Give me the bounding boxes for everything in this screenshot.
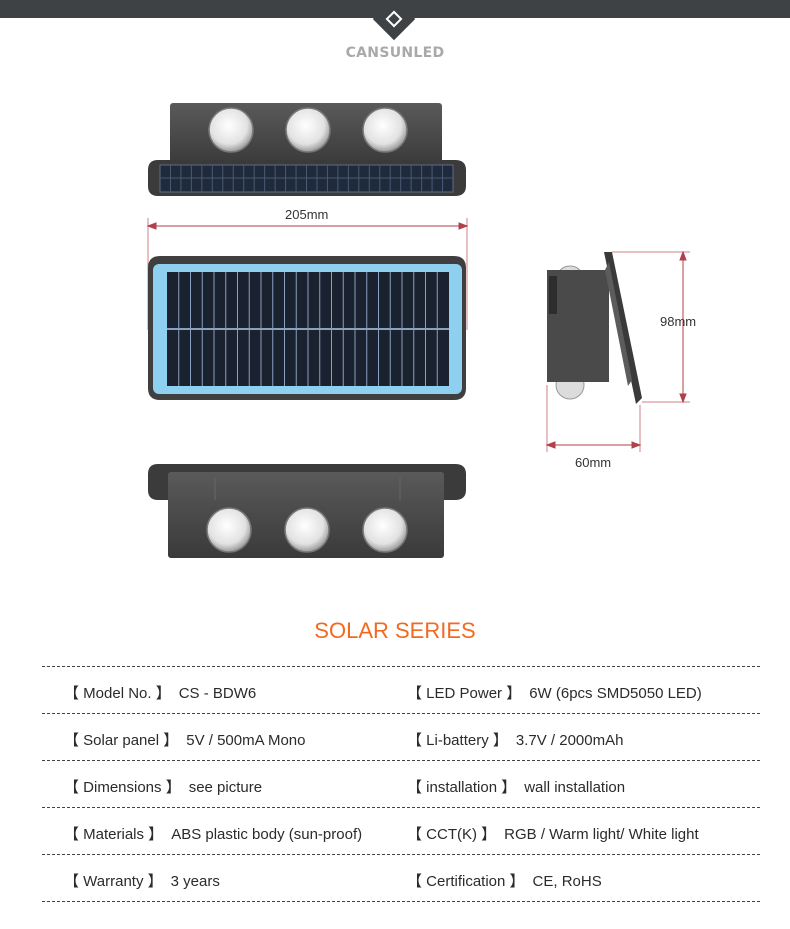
side-view-light (547, 252, 642, 404)
spec-value: CE, RoHS (532, 873, 602, 890)
spec-value: 3 years (170, 873, 220, 890)
spec-value: 5V / 500mA Mono (186, 732, 306, 749)
front-view-solar-panel (148, 256, 466, 400)
width-label: 205mm (285, 207, 328, 222)
spec-table: 【 Model No. 】 CS - BDW6 【 LED Power 】 6W (… (42, 666, 760, 902)
spec-value: 6W (6pcs SMD5050 LED) (529, 685, 702, 702)
spec-value: 3.7V / 2000mAh (515, 732, 624, 749)
brand-name: CANSUNLED (345, 45, 445, 61)
spec-key: 【 LED Power 】 (407, 685, 522, 702)
spec-key: 【 Li-battery 】 (407, 732, 508, 749)
spec-row-solar-panel: 【 Solar panel 】 5V / 500mA Mono 【 Li-batt… (42, 713, 760, 760)
top-view-light (148, 103, 466, 196)
product-dimension-diagram: 205mm 98mm 60mm (146, 103, 696, 558)
height-dimension (612, 250, 690, 404)
height-label: 98mm (660, 314, 696, 329)
spec-row-model: 【 Model No. 】 CS - BDW6 【 LED Power 】 6W (… (42, 666, 760, 713)
spec-row-warranty: 【 Warranty 】 3 years 【 Certification 】 CE,… (42, 854, 760, 902)
spec-key: 【 installation 】 (407, 779, 517, 796)
spec-key: 【 Model No. 】 (64, 685, 171, 702)
spec-key: 【 Solar panel 】 (64, 732, 179, 749)
spec-value: RGB / Warm light/ White light (504, 826, 699, 843)
spec-key: 【 Dimensions 】 (64, 779, 181, 796)
spec-value: CS - BDW6 (178, 685, 257, 702)
spec-value: ABS plastic body (sun-proof) (171, 826, 363, 843)
spec-key: 【 CCT(K) 】 (407, 826, 497, 843)
spec-value: see picture (188, 779, 263, 796)
depth-label: 60mm (575, 455, 611, 470)
spec-key: 【 Certification 】 (407, 873, 525, 890)
section-title: SOLAR SERIES (314, 618, 476, 643)
spec-row-dimensions: 【 Dimensions 】 see picture 【 installation… (42, 760, 760, 807)
spec-key: 【 Warranty 】 (64, 873, 163, 890)
spec-row-materials: 【 Materials 】 ABS plastic body (sun-proof… (42, 807, 760, 854)
depth-dimension (545, 385, 642, 452)
bottom-view-light (148, 464, 466, 558)
spec-value: wall installation (524, 779, 626, 796)
spec-key: 【 Materials 】 (64, 826, 164, 843)
